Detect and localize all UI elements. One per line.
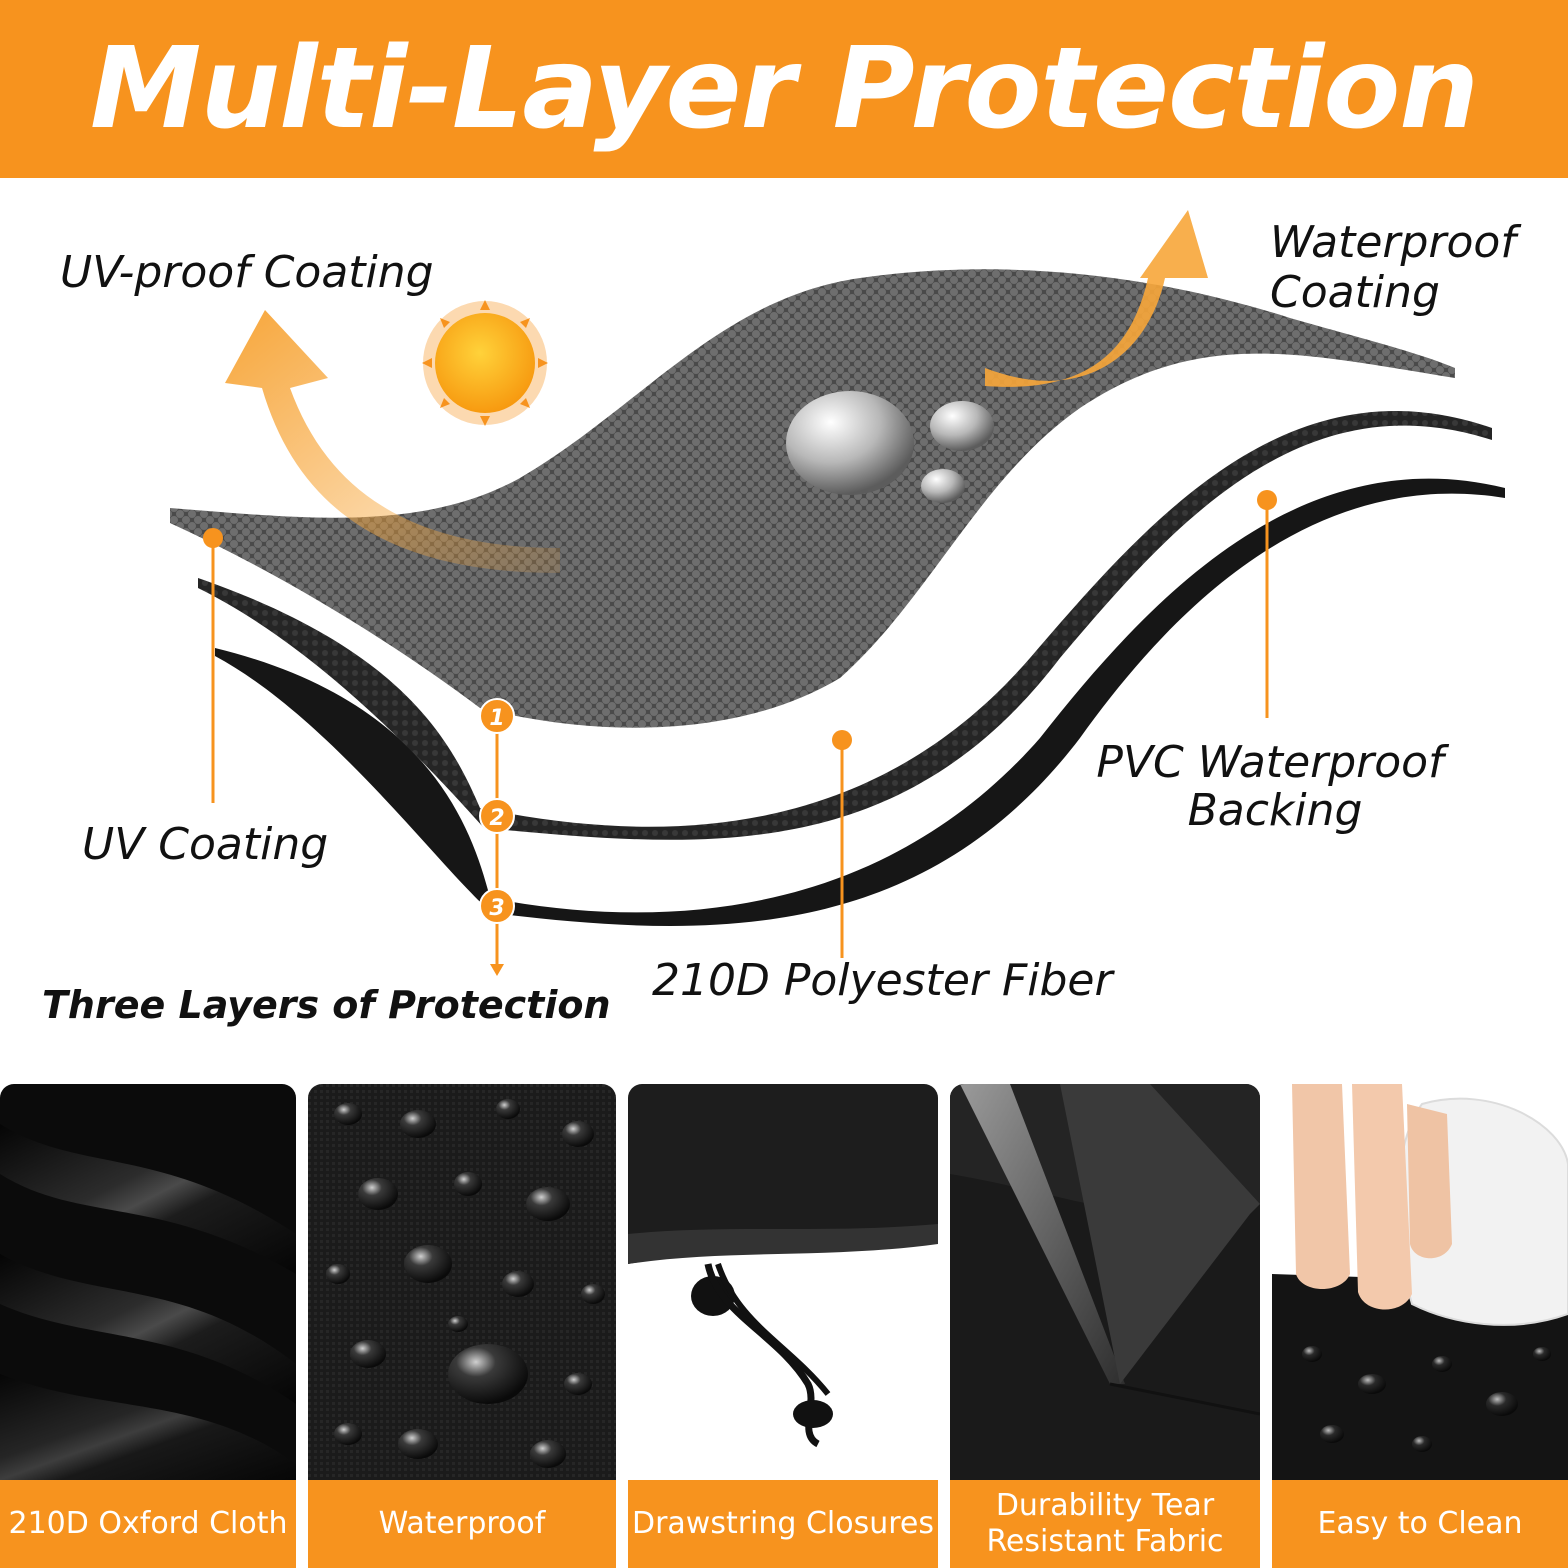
- sun-icon: [422, 300, 548, 426]
- water-repel-arrow: [985, 210, 1208, 387]
- svg-text:1: 1: [489, 706, 504, 731]
- page-title: Multi-Layer Protection: [89, 24, 1479, 154]
- svg-text:3: 3: [489, 896, 504, 921]
- feature-tile-drawstring: Drawstring Closures: [628, 1084, 938, 1568]
- water-drop-large: [786, 391, 914, 495]
- water-drop-small: [921, 469, 965, 503]
- label-polyester-fiber: 210D Polyester Fiber: [652, 955, 1113, 1006]
- layer-2-polyester: [198, 411, 1492, 840]
- feature-tile-easy-clean: Easy to Clean: [1272, 1084, 1568, 1568]
- feature-tile-waterproof: Waterproof: [308, 1084, 616, 1568]
- feature-caption: Drawstring Closures: [628, 1480, 938, 1568]
- wipe-cloth-icon: [1272, 1084, 1568, 1480]
- feature-caption: Durability Tear Resistant Fabric: [950, 1480, 1260, 1568]
- feature-tile-tear-resistant: Durability Tear Resistant Fabric: [950, 1084, 1260, 1568]
- water-drop-medium: [930, 401, 994, 451]
- label-uv-coating: UV Coating: [82, 819, 329, 870]
- layer-3-pvc-backing: [215, 478, 1505, 926]
- feature-tile-oxford-cloth: 210D Oxford Cloth: [0, 1084, 296, 1568]
- label-pvc-line2: Backing: [1187, 785, 1363, 836]
- water-droplets-icon: [308, 1084, 616, 1480]
- feature-tiles: 210D Oxford Cloth: [0, 1084, 1568, 1568]
- header-banner: Multi-Layer Protection: [0, 0, 1568, 178]
- feature-caption: Waterproof: [308, 1480, 616, 1568]
- label-pvc-line1: PVC Waterproof: [1096, 737, 1444, 788]
- layer-marker-2: 2: [479, 798, 515, 834]
- feature-caption: 210D Oxford Cloth: [0, 1480, 296, 1568]
- scissors-icon: [950, 1084, 1260, 1480]
- feature-caption: Easy to Clean: [1272, 1480, 1568, 1568]
- drawstring-icon: [628, 1084, 938, 1480]
- layer-marker-3: 3: [479, 888, 515, 924]
- svg-text:2: 2: [489, 806, 504, 831]
- fabric-layers-illustration: 1 2 3: [170, 210, 1505, 976]
- label-waterproof-coating-line1: Waterproof: [1270, 217, 1516, 268]
- layer-diagram: 1 2 3 UV-proof Coating Waterproof Coatin…: [0, 178, 1568, 1078]
- label-waterproof-coating-line2: Coating: [1270, 267, 1440, 318]
- label-uv-proof-coating: UV-proof Coating: [60, 247, 434, 298]
- layer-marker-1: 1: [479, 698, 515, 734]
- layer-1-uv-coating: [170, 269, 1455, 728]
- fabric-folds-icon: [0, 1084, 296, 1480]
- uv-reflect-arrow: [225, 310, 560, 573]
- label-three-layers: Three Layers of Protection: [42, 983, 611, 1027]
